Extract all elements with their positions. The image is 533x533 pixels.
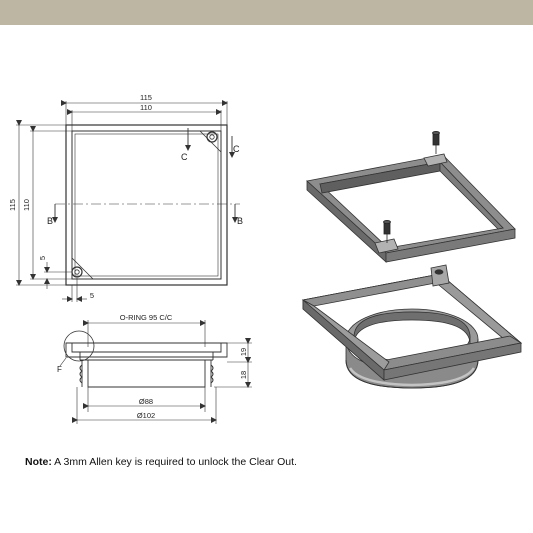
section-c-right: C bbox=[233, 144, 240, 154]
dim-corner-h: 5 bbox=[90, 291, 94, 300]
plan-outer-frame bbox=[65, 124, 228, 286]
dim-outer-diameter: Ø102 bbox=[137, 411, 155, 420]
section-b-right: B bbox=[237, 216, 243, 226]
dim-inner-width: 110 bbox=[140, 103, 152, 112]
section-c-left: C bbox=[181, 152, 188, 162]
dim-corner-v: 5 bbox=[38, 256, 47, 260]
note-text: Note: A 3mm Allen key is required to unl… bbox=[25, 456, 297, 468]
plan-view bbox=[55, 124, 240, 286]
oring-label: O-RING 95 C/C bbox=[120, 313, 173, 322]
iso-base-frame bbox=[301, 264, 523, 389]
dim-outer-width: 115 bbox=[140, 93, 152, 102]
iso-cover-frame bbox=[306, 153, 516, 263]
dim-top-height: 19 bbox=[239, 348, 248, 356]
dim-outer-height: 115 bbox=[8, 199, 17, 211]
detail-label-f: F bbox=[57, 365, 62, 374]
dim-inner-height: 110 bbox=[22, 199, 31, 211]
iso-screw-bottom bbox=[383, 219, 391, 243]
plan-inner-frame bbox=[71, 130, 222, 280]
section-b-left: B bbox=[47, 216, 53, 226]
top-banner bbox=[0, 0, 533, 25]
plan-screw-bottom-left bbox=[71, 266, 83, 278]
side-view bbox=[59, 320, 228, 388]
detail-circle-f bbox=[63, 330, 95, 362]
iso-screw-top bbox=[432, 130, 440, 154]
note-label: Note: bbox=[25, 456, 52, 468]
dim-bottom-height: 18 bbox=[239, 371, 248, 379]
note-body: A 3mm Allen key is required to unlock th… bbox=[51, 456, 297, 468]
dim-inner-diameter: Ø88 bbox=[139, 397, 153, 406]
plan-screw-top-right bbox=[206, 131, 218, 143]
